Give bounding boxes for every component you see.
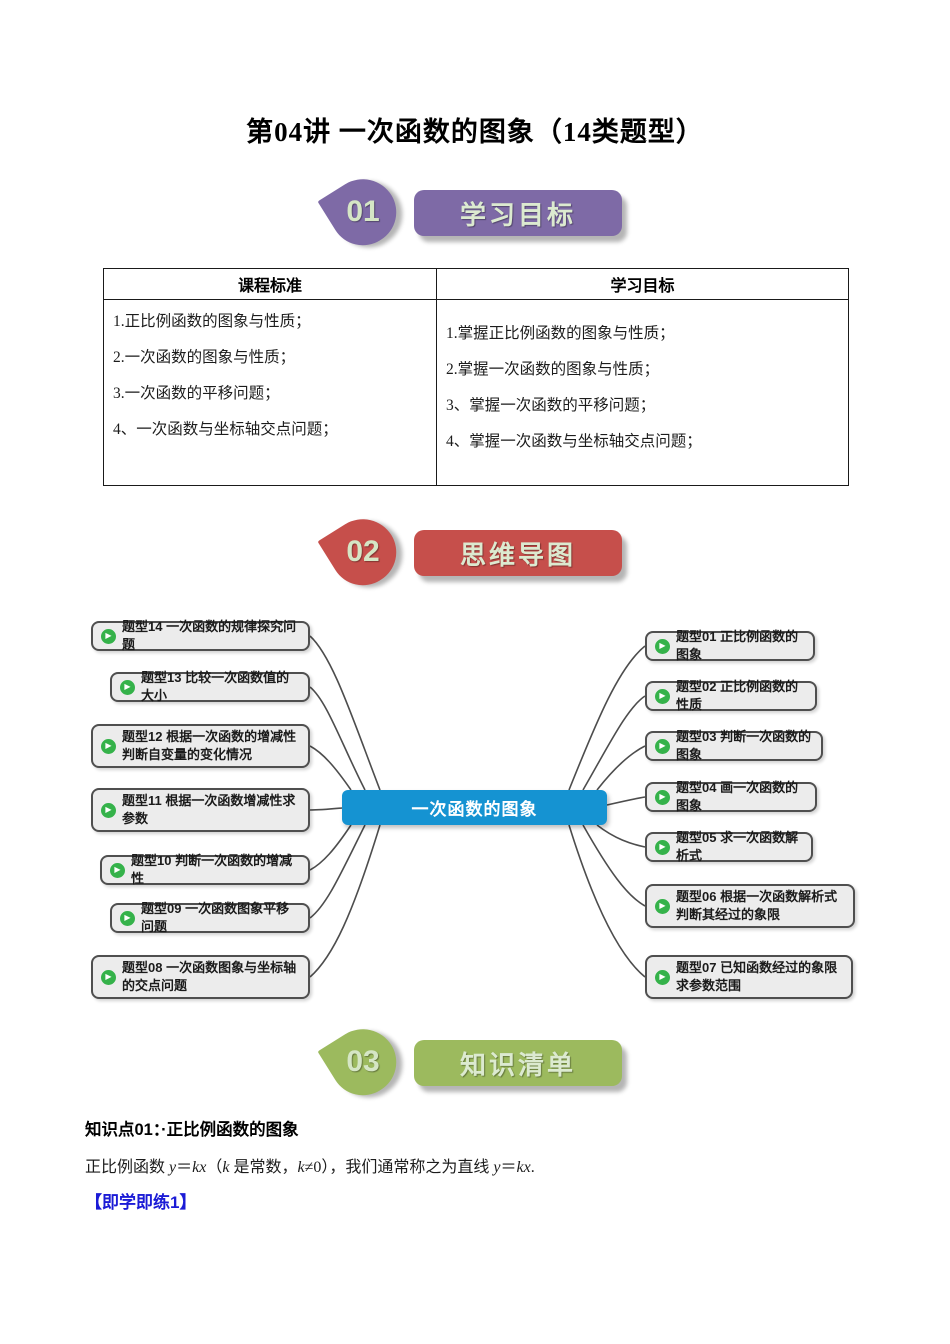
section-title-pill: 思维导图 [414, 530, 622, 576]
mindmap-node-t03: ▶ 题型03 判断一次函数的图象 [645, 729, 823, 762]
mindmap-node-label: 题型14 一次函数的规律探究问题 [122, 619, 297, 652]
mindmap-node-t14: ▶ 题型14 一次函数的规律探究问题 [91, 619, 310, 652]
mindmap-node-label: 题型02 正比例函数的性质 [676, 679, 799, 712]
topic-icon: ▶ [655, 688, 670, 704]
mindmap: 一次函数的图象 ▶ 题型14 一次函数的规律探究问题 ▶ 题型13 比较一次函数… [85, 615, 865, 1015]
mindmap-node-label: 题型10 判断一次函数的增减性 [131, 853, 293, 886]
course-standard-list: 1.正比例函数的图象与性质； 2.一次函数的图象与性质； 3.一次函数的平移问题… [105, 301, 435, 441]
objectives-table: 课程标准 学习目标 1.正比例函数的图象与性质； 2.一次函数的图象与性质； 3… [103, 268, 849, 486]
math-variable: y [169, 1159, 177, 1176]
topic-icon: ▶ [655, 898, 670, 914]
section-number: 01 [346, 195, 380, 228]
topic-icon: ▶ [110, 862, 125, 878]
page-title: 第04讲 一次函数的图象（14类题型） [246, 117, 704, 147]
mindmap-node-t01: ▶ 题型01 正比例函数的图象 [645, 629, 815, 662]
course-standard-item: 3.一次函数的平移问题； [113, 385, 280, 402]
mindmap-node-t08: ▶ 题型08 一次函数图象与坐标轴的交点问题 [91, 955, 310, 999]
section-number: 02 [346, 535, 380, 568]
text-segment: ＝ [500, 1159, 517, 1176]
mindmap-node-t09: ▶ 题型09 一次函数图象平移问题 [110, 901, 310, 934]
mindmap-node-t12: ▶ 题型12 根据一次函数的增减性判断自变量的变化情况 [91, 724, 310, 768]
section-number: 03 [346, 1045, 380, 1078]
text-segment: ≠0），我们通常称之为直线 [304, 1159, 494, 1176]
learning-goal-list: 1.掌握正比例函数的图象与性质； 2.掌握一次函数的图象与性质； 3、掌握一次函… [438, 301, 847, 453]
mindmap-node-t11: ▶ 题型11 根据一次函数增减性求参数 [91, 788, 310, 832]
text-segment: . [530, 1159, 535, 1176]
topic-icon: ▶ [120, 679, 135, 695]
mindmap-connector-lines [309, 635, 646, 978]
mindmap-node-t13: ▶ 题型13 比较一次函数值的大小 [110, 670, 310, 703]
topic-icon: ▶ [101, 628, 116, 644]
mindmap-node-label: 题型04 画一次函数的图象 [676, 780, 799, 813]
mindmap-node-t10: ▶ 题型10 判断一次函数的增减性 [100, 853, 310, 886]
mindmap-node-label: 题型06 根据一次函数解析式判断其经过的象限 [676, 889, 838, 922]
topic-icon: ▶ [120, 910, 135, 926]
mindmap-node-t04: ▶ 题型04 画一次函数的图象 [645, 780, 817, 813]
mindmap-node-label: 题型13 比较一次函数值的大小 [141, 670, 290, 703]
section-title-pill: 知识清单 [414, 1040, 622, 1086]
topic-icon: ▶ [101, 969, 116, 985]
mindmap-node-label: 题型01 正比例函数的图象 [676, 629, 799, 662]
mindmap-node-label: 题型11 根据一次函数增减性求参数 [122, 793, 296, 826]
text-segment: （ [206, 1159, 223, 1176]
topic-icon: ▶ [655, 789, 670, 805]
knowledge-point-title: 知识点01：·正比例函数的图象 [85, 1121, 299, 1139]
practice-label: 【即学即练1】 [85, 1193, 197, 1212]
topic-icon: ▶ [101, 738, 116, 754]
learning-goal-item: 2.掌握一次函数的图象与性质； [446, 361, 660, 378]
topic-icon: ▶ [655, 839, 670, 855]
text-segment: 是常数， [229, 1159, 298, 1176]
topic-icon: ▶ [655, 638, 670, 654]
mindmap-node-label: 题型12 根据一次函数的增减性判断自变量的变化情况 [122, 729, 297, 762]
section-badge-01: 01 学习目标 [317, 166, 636, 258]
learning-goal-item: 4、掌握一次函数与坐标轴交点问题； [446, 433, 702, 450]
math-variable: k [297, 1159, 305, 1176]
mindmap-node-t05: ▶ 题型05 求一次函数解析式 [645, 830, 813, 863]
mindmap-center-node: 一次函数的图象 [342, 790, 607, 825]
mindmap-node-label: 题型08 一次函数图象与坐标轴的交点问题 [122, 960, 297, 993]
section-number-drop: 03 [317, 1016, 409, 1108]
section-badge-02: 02 思维导图 [317, 506, 636, 598]
mindmap-node-label: 题型03 判断一次函数的图象 [676, 729, 812, 762]
mindmap-node-label: 题型09 一次函数图象平移问题 [141, 901, 290, 934]
table-header-learning-goal: 学习目标 [436, 268, 849, 300]
proportional-function-definition: 正比例函数 y＝kx（k 是常数，k≠0），我们通常称之为直线 y＝kx. [85, 1153, 535, 1177]
mindmap-node-label: 题型07 已知函数经过的象限求参数范围 [676, 960, 838, 993]
text-segment: 正比例函数 [85, 1159, 170, 1176]
section-title-pill: 学习目标 [414, 190, 622, 236]
learning-goal-item: 3、掌握一次函数的平移问题； [446, 397, 656, 414]
topic-icon: ▶ [655, 969, 670, 985]
course-standard-item: 4、一次函数与坐标轴交点问题； [113, 421, 338, 438]
mindmap-node-t02: ▶ 题型02 正比例函数的性质 [645, 679, 817, 712]
mindmap-node-label: 题型05 求一次函数解析式 [676, 830, 799, 863]
section-number-drop: 02 [317, 506, 409, 598]
course-standard-item: 1.正比例函数的图象与性质； [113, 313, 311, 330]
math-variable: k [222, 1159, 230, 1176]
topic-icon: ▶ [655, 738, 670, 754]
text-segment: ＝ [176, 1159, 193, 1176]
mindmap-node-t06: ▶ 题型06 根据一次函数解析式判断其经过的象限 [645, 884, 855, 928]
section-badge-03: 03 知识清单 [317, 1016, 636, 1108]
course-standard-item: 2.一次函数的图象与性质； [113, 349, 296, 366]
math-variable: y [493, 1159, 501, 1176]
section-number-drop: 01 [317, 166, 409, 258]
math-variable: kx [192, 1159, 207, 1176]
table-header-course-standard: 课程标准 [103, 268, 437, 300]
learning-goal-item: 1.掌握正比例函数的图象与性质； [446, 325, 675, 342]
math-variable: kx [516, 1159, 531, 1176]
mindmap-node-t07: ▶ 题型07 已知函数经过的象限求参数范围 [645, 955, 853, 999]
topic-icon: ▶ [101, 802, 116, 818]
